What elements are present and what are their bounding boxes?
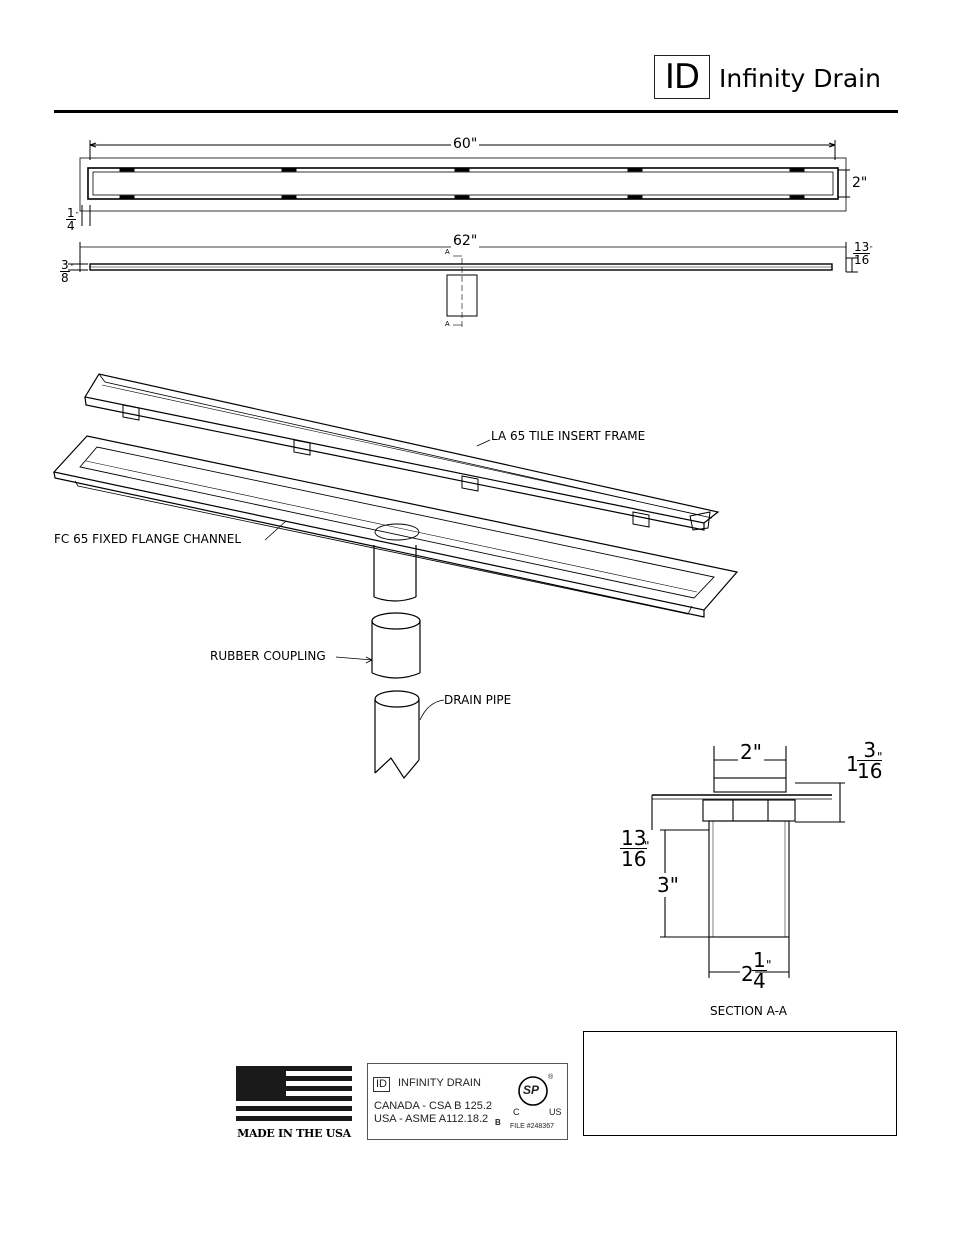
top-edge-unit: " (76, 212, 79, 219)
usa-flag-graphic (236, 1066, 352, 1121)
made-in-usa-caption: MADE IN THE USA (236, 1127, 352, 1140)
cert-brand: INFINITY DRAIN (398, 1077, 481, 1089)
csa-us: US (549, 1107, 562, 1117)
iso-drain-pipe (375, 691, 444, 778)
notes-box (583, 1031, 897, 1136)
csa-c: C (513, 1107, 520, 1117)
section-a-a (652, 746, 845, 978)
cert-grade: B (495, 1118, 501, 1127)
section-outlet-height-dim: 3" (656, 873, 680, 897)
section-outlet-unit: " (766, 958, 772, 972)
top-view (80, 140, 850, 226)
section-marker-top: A (445, 249, 450, 256)
callout-channel: FC 65 FIXED FLANGE CHANNEL (54, 532, 241, 546)
side-length-dim: 62" (451, 233, 479, 249)
side-view (68, 242, 858, 330)
section-body-unit: " (644, 839, 650, 853)
callout-frame: LA 65 TILE INSERT FRAME (491, 429, 645, 443)
cert-logo-mark: ID (373, 1077, 390, 1092)
top-width-dim: 2" (852, 175, 867, 191)
section-top-width-dim: 2" (738, 740, 764, 764)
iso-coupling (336, 613, 420, 678)
certification-badge: ID INFINITY DRAIN CANADA - CSA B 125.2 U… (367, 1063, 568, 1140)
cert-usa: USA - ASME A112.18.2 (374, 1113, 488, 1125)
cert-canada: CANADA - CSA B 125.2 (374, 1100, 492, 1112)
section-title: SECTION A-A (710, 1004, 787, 1018)
iso-frame (85, 374, 718, 530)
callout-pipe: DRAIN PIPE (444, 693, 511, 707)
section-overall-unit: " (877, 750, 883, 764)
side-flange-unit: " (71, 264, 74, 271)
iso-channel (54, 436, 737, 617)
top-length-dim: 60" (451, 136, 479, 152)
section-marker-bottom: A (445, 321, 450, 328)
csa-mark: SP (523, 1083, 539, 1097)
callout-coupling: RUBBER COUPLING (210, 649, 326, 663)
csa-registered: ® (548, 1074, 553, 1081)
cert-file-no: FILE #248367 (510, 1123, 554, 1130)
side-height-unit: " (870, 246, 873, 253)
